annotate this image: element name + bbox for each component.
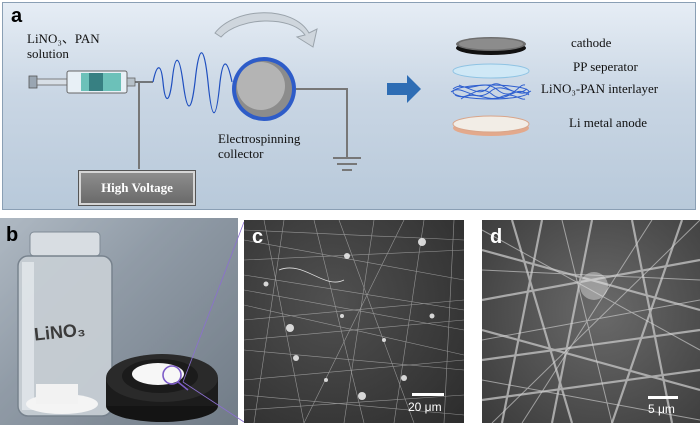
cathode-disk — [456, 37, 526, 55]
scale-label-d: 5 μm — [648, 402, 675, 416]
syringe-icon — [28, 70, 153, 94]
solution-label: LiNO₃、PAN solution — [27, 31, 100, 61]
layer-label-interlayer: LiNO₃-PAN interlayer — [541, 81, 659, 96]
layer-label-anode: Li metal anode — [569, 115, 647, 130]
panel-d-sem: d 5 μm — [482, 220, 700, 423]
magnifier-icon — [162, 365, 182, 385]
sem-fibers-c — [244, 220, 464, 423]
layer-label-separator: PP seperator — [573, 59, 638, 74]
right-arrow-icon — [387, 75, 421, 103]
scale-bar-c — [412, 393, 444, 396]
panel-a-label: a — [11, 5, 23, 27]
electrospinning-schematic — [28, 12, 532, 171]
panel-b-photo: b LiNO₃ — [0, 218, 238, 425]
panel-a-schematic: a LiNO₃、PAN solution — [2, 2, 696, 210]
scale-label-c: 20 μm — [408, 400, 442, 414]
scale-bar-d — [648, 396, 678, 399]
layer-label-cathode: cathode — [571, 35, 612, 50]
separator-disk — [452, 63, 530, 79]
high-voltage-box: High Voltage — [78, 170, 196, 206]
rotation-arrow-icon — [214, 12, 318, 48]
panel-d-label: d — [490, 226, 503, 248]
sem-fibers-d — [482, 220, 700, 423]
fiber-jet — [152, 52, 233, 114]
panel-c-label: c — [252, 226, 264, 248]
li-anode-disk — [452, 115, 530, 136]
panel-c-sem: c 20 μm — [244, 220, 464, 423]
collector-label: Electrospinning collector — [218, 131, 301, 161]
interlayer-fibers — [450, 83, 532, 100]
vial-photo — [0, 218, 238, 425]
panel-b-label: b — [6, 224, 19, 246]
